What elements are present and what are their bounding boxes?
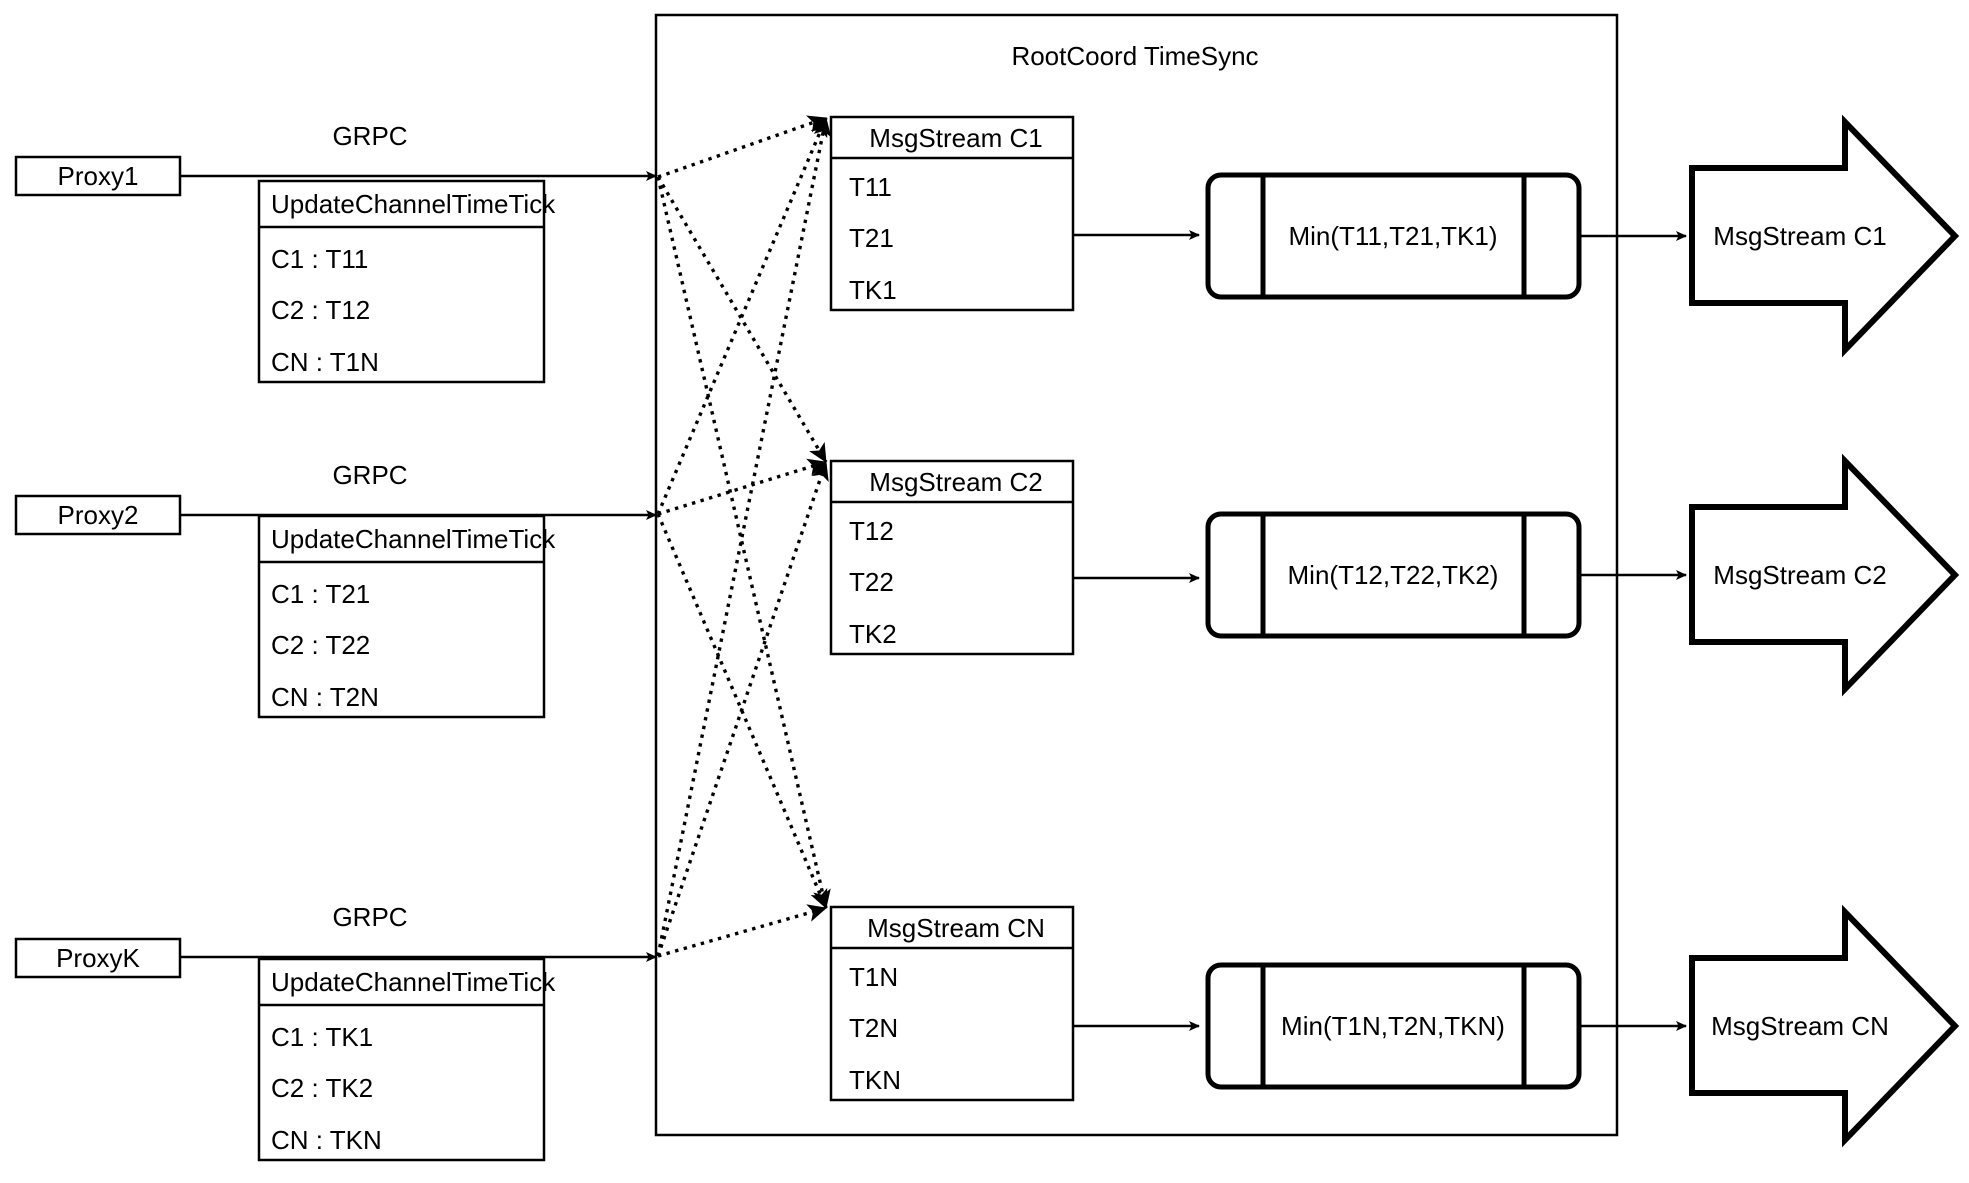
fanout-edge-1-1 [657, 115, 827, 179]
grpc-label-2: GRPC [332, 460, 408, 490]
msgstream-tick-1-0: T11 [849, 172, 892, 202]
timetick-table-2 [257, 514, 546, 719]
timetick-row-3-1: C2 : TK2 [271, 1073, 374, 1103]
fanout-edge-1-2 [656, 176, 828, 463]
msgstream-box-1 [829, 115, 1075, 312]
timetick-table-1 [257, 179, 546, 384]
output-block-arrow-3[interactable] [1689, 904, 1960, 1148]
timetick-fanout-edges [656, 115, 832, 958]
timetick-header-2: UpdateChannelTimeTick [271, 524, 556, 554]
timetick-row-1-1: C2 : T12 [271, 295, 371, 325]
output-label-2: MsgStream C2 [1713, 560, 1887, 590]
grpc-label-1: GRPC [332, 121, 408, 151]
timetick-header-3: UpdateChannelTimeTick [271, 967, 556, 997]
fanout-edge-3-3 [657, 904, 827, 958]
proxy-label-1: Proxy1 [57, 161, 139, 191]
output-label-1: MsgStream C1 [1713, 221, 1887, 251]
msgstream-header-3: MsgStream CN [867, 913, 1045, 943]
msgstream-tick-3-0: T1N [849, 962, 899, 992]
output-block-arrow-1[interactable] [1689, 114, 1960, 358]
msgstream-tick-3-1: T2N [849, 1013, 899, 1043]
timetick-table-3 [257, 957, 546, 1162]
output-block-arrow-2[interactable] [1689, 453, 1960, 697]
fanout-edge-3-1 [656, 117, 832, 957]
proxy-box-1[interactable] [14, 155, 182, 197]
grpc-label-3: GRPC [332, 902, 408, 932]
msgstream-tick-2-0: T12 [849, 516, 894, 546]
msgstream-box-2 [829, 459, 1075, 656]
min-label-2: Min(T12,T22,TK2) [1287, 560, 1499, 590]
msgstream-header-2: MsgStream C2 [869, 467, 1043, 497]
msgstream-tick-3-2: TKN [849, 1065, 901, 1095]
timetick-row-3-0: C1 : TK1 [271, 1022, 374, 1052]
timetick-header-1: UpdateChannelTimeTick [271, 189, 556, 219]
container-title: RootCoord TimeSync [1011, 41, 1259, 71]
timetick-row-3-2: CN : TKN [271, 1125, 382, 1155]
timetick-row-2-0: C1 : T21 [271, 579, 371, 609]
fanout-edge-2-2 [657, 458, 827, 516]
proxy-label-3: ProxyK [56, 943, 140, 973]
msgstream-tick-1-2: TK1 [849, 275, 897, 305]
proxy-box-3[interactable] [14, 937, 182, 979]
fanout-edge-1-3 [656, 176, 831, 909]
timetick-row-2-1: C2 : T22 [271, 630, 371, 660]
msgstream-tick-2-1: T22 [849, 567, 894, 597]
fanout-edge-3-2 [656, 461, 829, 957]
timetick-row-1-0: C1 : T11 [271, 244, 369, 274]
timetick-row-2-2: CN : T2N [271, 682, 379, 712]
msgstream-tick-2-2: TK2 [849, 619, 897, 649]
output-label-3: MsgStream CN [1711, 1011, 1889, 1041]
proxy-label-2: Proxy2 [57, 500, 139, 530]
timetick-row-1-2: CN : T1N [271, 347, 379, 377]
msgstream-box-3 [829, 905, 1075, 1102]
fanout-edge-2-1 [656, 117, 828, 515]
msgstream-header-1: MsgStream C1 [869, 123, 1043, 153]
msgstream-tick-1-1: T21 [849, 223, 894, 253]
min-label-3: Min(T1N,T2N,TKN) [1281, 1011, 1505, 1041]
min-label-1: Min(T11,T21,TK1) [1288, 221, 1498, 251]
